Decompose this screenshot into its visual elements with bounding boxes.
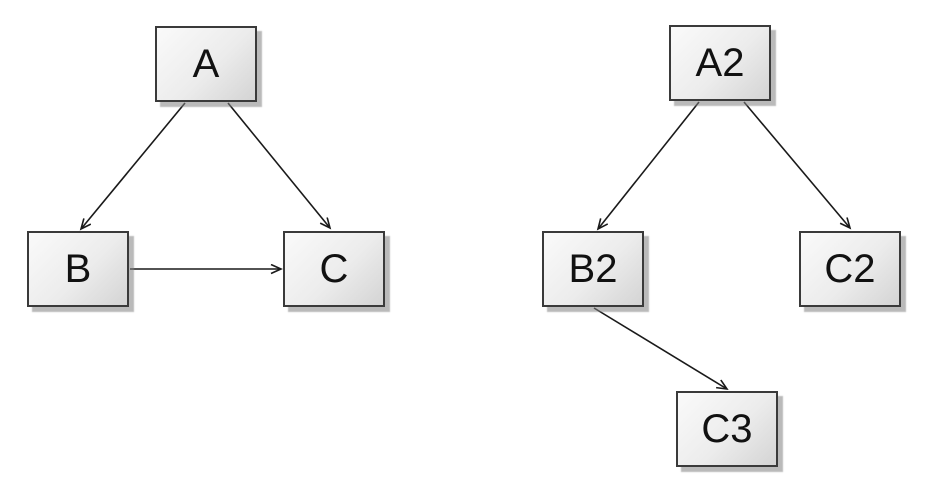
node-B2-label: B2 bbox=[568, 247, 618, 291]
edge-A-to-B bbox=[81, 102, 186, 229]
node-B[interactable]: B bbox=[27, 231, 129, 307]
node-A2-label: A2 bbox=[695, 41, 745, 85]
edge-A2-to-B2 bbox=[598, 101, 700, 229]
node-B-label: B bbox=[64, 247, 92, 291]
node-C2-label: C2 bbox=[824, 247, 876, 291]
node-A-label: A bbox=[192, 42, 220, 86]
node-C3-label: C3 bbox=[701, 407, 753, 451]
edge-B2-to-C3 bbox=[593, 307, 727, 389]
node-A[interactable]: A bbox=[155, 26, 257, 102]
node-C-label: C bbox=[319, 247, 349, 291]
node-C3[interactable]: C3 bbox=[676, 391, 778, 467]
edge-A-to-C bbox=[227, 102, 330, 228]
node-C[interactable]: C bbox=[283, 231, 385, 307]
node-A2[interactable]: A2 bbox=[669, 25, 771, 101]
node-C2[interactable]: C2 bbox=[799, 231, 901, 307]
edge-A2-to-C2 bbox=[743, 101, 850, 228]
node-B2[interactable]: B2 bbox=[542, 231, 644, 307]
